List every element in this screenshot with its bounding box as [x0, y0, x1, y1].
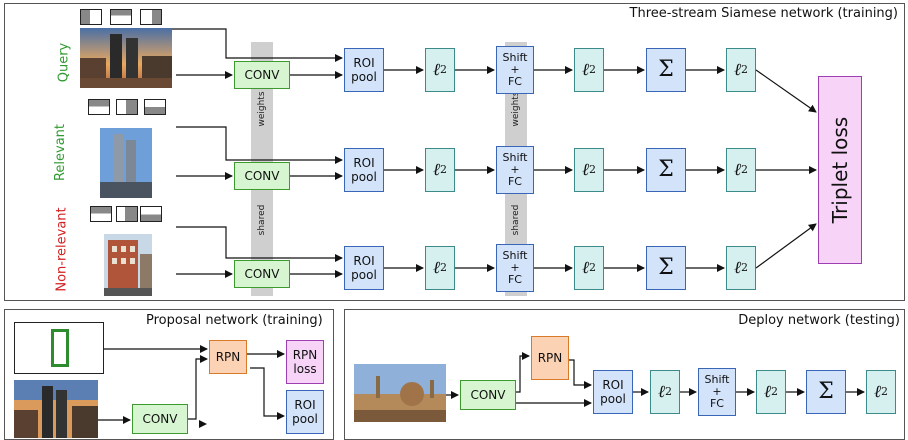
region-grid-icon — [144, 99, 166, 115]
region-grid-icon — [140, 206, 162, 222]
sum-pool-block-non-relevant: Σ — [646, 246, 686, 290]
oxford-skyline-photo — [354, 364, 446, 422]
conv-block-relevant: CONV — [234, 162, 290, 190]
proposal-panel-title: Proposal network (training) — [146, 313, 323, 328]
region-grid-icon — [90, 206, 112, 222]
triplet-loss-block: Triplet loss — [818, 76, 862, 264]
proposal-box-icon — [51, 329, 69, 367]
brick-building-photo — [104, 234, 152, 296]
rpn-block-proposal: RPN — [209, 340, 247, 374]
shift-fc-block-deploy: Shift+FC — [698, 368, 736, 416]
proposal-region-frame — [14, 322, 104, 374]
proposal-building-photo — [14, 380, 98, 438]
region-grid-icon — [88, 99, 110, 115]
conv-block-deploy: CONV — [460, 380, 516, 410]
region-grid-icon — [116, 99, 138, 115]
building-photo — [80, 28, 172, 88]
conv-block-non-relevant: CONV — [234, 260, 290, 288]
region-grid-icon — [116, 206, 138, 222]
conv-block-proposal: CONV — [132, 404, 188, 434]
shift-fc-block-relevant: Shift+FC — [496, 146, 534, 194]
deploy-panel-title: Deploy network (testing) — [738, 313, 900, 328]
conv-block-query: CONV — [234, 61, 290, 89]
tower-photo — [100, 128, 152, 198]
region-grid-icon — [140, 9, 162, 25]
region-grid-icon — [80, 9, 102, 25]
sum-pool-block-deploy: Σ — [806, 370, 846, 414]
sum-pool-block-relevant: Σ — [646, 148, 686, 192]
region-grid-icon — [110, 9, 132, 25]
siamese-panel — [4, 3, 905, 301]
sum-pool-block-query: Σ — [646, 48, 686, 92]
siamese-panel-title: Three-stream Siamese network (training) — [629, 6, 898, 21]
shift-fc-block-query: Shift+FC — [496, 46, 534, 94]
rpn-block-deploy: RPN — [531, 336, 569, 380]
shift-fc-block-non-relevant: Shift+FC — [496, 244, 534, 292]
